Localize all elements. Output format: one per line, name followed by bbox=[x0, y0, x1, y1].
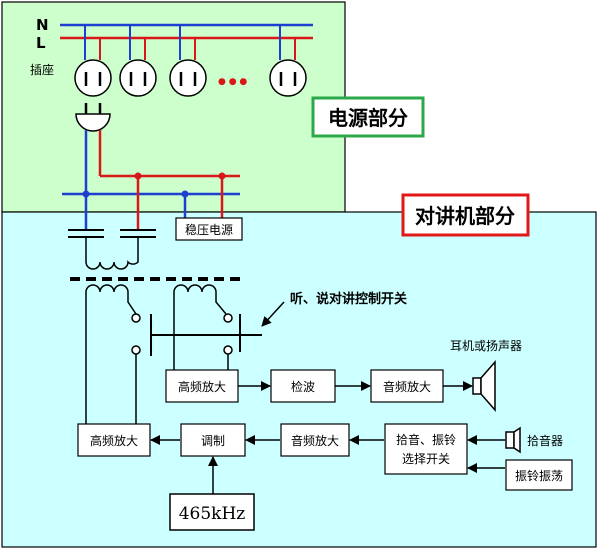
detector-label: 检波 bbox=[291, 379, 315, 394]
af-amp-bottom-label: 音频放大 bbox=[291, 433, 339, 448]
coil-right bbox=[173, 284, 227, 360]
microphone-icon bbox=[505, 426, 521, 454]
hf-amp-bottom-box bbox=[77, 423, 151, 457]
switch-label: 听、说对讲控制开关 bbox=[290, 291, 407, 307]
junction-dots bbox=[82, 172, 226, 198]
oscillator-label: 465kHz bbox=[179, 504, 246, 524]
socket-4 bbox=[269, 59, 307, 97]
coupling-capacitors bbox=[68, 229, 156, 256]
power-label: 电源部分 bbox=[328, 106, 408, 130]
mic-label: 拾音器 bbox=[527, 433, 563, 448]
af-amp-top-label: 音频放大 bbox=[383, 379, 431, 394]
hf-amp-bottom-label: 高频放大 bbox=[90, 433, 138, 448]
detector-box bbox=[270, 369, 336, 403]
socket-2 bbox=[119, 59, 157, 97]
speaker-icon bbox=[472, 360, 496, 412]
socket-1 bbox=[74, 59, 112, 97]
coil-left bbox=[85, 284, 137, 315]
socket-label: 插座 bbox=[30, 62, 54, 77]
power-label-frame bbox=[311, 96, 425, 138]
regulated-power-label: 稳压电源 bbox=[185, 222, 233, 237]
modulator-label: 调制 bbox=[201, 434, 225, 448]
l-label: L bbox=[36, 34, 46, 52]
regulated-power-box bbox=[175, 217, 243, 241]
socket-drops bbox=[84, 25, 296, 60]
switch-pointer bbox=[261, 301, 285, 327]
ring-osc-label: 振铃振荡 bbox=[515, 468, 563, 483]
af-amp-bottom-box bbox=[280, 423, 350, 457]
intercom-label-frame bbox=[401, 193, 530, 237]
hf-amp-top-label: 高频放大 bbox=[178, 379, 226, 394]
ring-osc-box bbox=[505, 459, 573, 491]
selector-box bbox=[384, 423, 468, 475]
speaker-label: 耳机或扬声器 bbox=[450, 338, 522, 353]
selector-label-line2: 选择开关 bbox=[402, 452, 450, 466]
transformer-primary bbox=[85, 256, 139, 270]
socket-3 bbox=[169, 59, 207, 97]
socket-ellipsis: ● ● ● bbox=[218, 77, 247, 87]
intercom-label: 对讲机部分 bbox=[415, 204, 515, 228]
oscillator-box bbox=[169, 493, 255, 531]
plug bbox=[75, 103, 111, 132]
power-section-bg bbox=[1, 1, 346, 213]
hf-amp-top-box bbox=[165, 369, 239, 403]
switch-contacts bbox=[131, 313, 233, 355]
selector-label-line1: 拾音、振铃 bbox=[396, 432, 456, 447]
n-label: N bbox=[36, 16, 49, 34]
